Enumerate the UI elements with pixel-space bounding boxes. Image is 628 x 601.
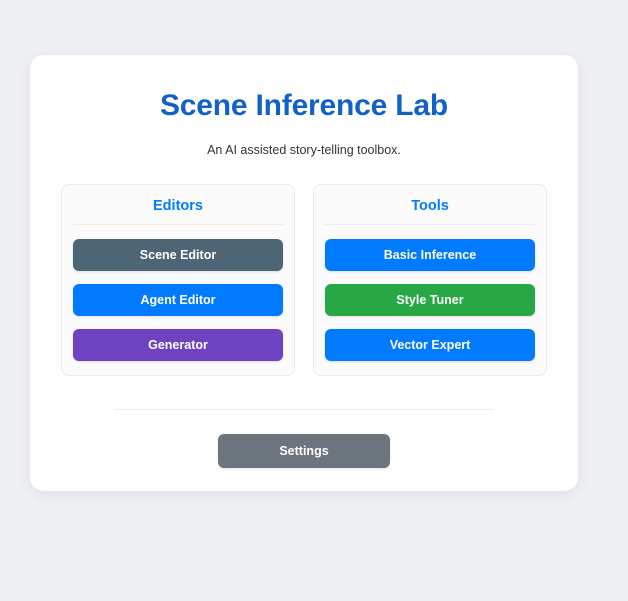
main-card: Scene Inference Lab An AI assisted story… bbox=[30, 55, 578, 491]
panel-editors: Editors Scene Editor Agent Editor Genera… bbox=[61, 184, 295, 376]
panel-tools-heading: Tools bbox=[411, 198, 449, 214]
page-subtitle: An AI assisted story-telling toolbox. bbox=[207, 143, 401, 157]
style-tuner-button[interactable]: Style Tuner bbox=[325, 284, 535, 316]
vector-expert-button[interactable]: Vector Expert bbox=[325, 329, 535, 361]
agent-editor-button[interactable]: Agent Editor bbox=[73, 284, 283, 316]
page-title: Scene Inference Lab bbox=[160, 89, 448, 122]
scene-editor-button[interactable]: Scene Editor bbox=[73, 239, 283, 271]
panel-tools-divider bbox=[325, 224, 535, 225]
panel-tools: Tools Basic Inference Style Tuner Vector… bbox=[313, 184, 547, 376]
panel-editors-divider bbox=[73, 224, 283, 225]
footer-divider bbox=[114, 409, 494, 410]
generator-button[interactable]: Generator bbox=[73, 329, 283, 361]
basic-inference-button[interactable]: Basic Inference bbox=[325, 239, 535, 271]
panel-editors-heading: Editors bbox=[153, 198, 203, 214]
settings-button[interactable]: Settings bbox=[218, 434, 390, 468]
footer: Settings bbox=[54, 434, 554, 468]
panel-group: Editors Scene Editor Agent Editor Genera… bbox=[54, 184, 554, 376]
